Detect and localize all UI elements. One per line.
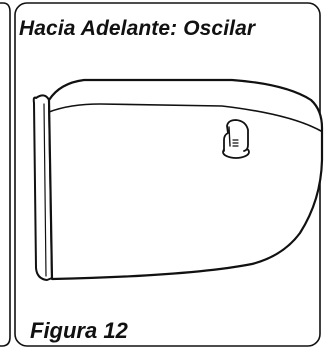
garage-door-opener-cover-illustration <box>32 78 324 281</box>
panel-title: Hacia Adelante: Oscilar <box>19 17 256 40</box>
release-handle-icon <box>222 119 250 159</box>
left-panel-border <box>0 2 11 347</box>
figure-caption: Figura 12 <box>30 318 128 343</box>
